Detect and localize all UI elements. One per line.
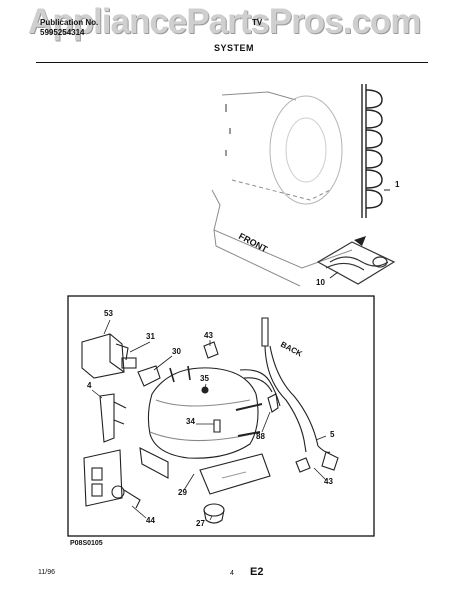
callout-31: 31: [146, 332, 155, 341]
condenser-coil: [361, 84, 383, 218]
callout-5: 5: [330, 430, 335, 439]
drain-pan: [316, 241, 396, 285]
callout-43-bottom: 43: [324, 477, 333, 486]
header-rule: [36, 62, 428, 63]
callout-29: 29: [178, 488, 187, 497]
callout-27: 27: [196, 519, 205, 528]
publication-label: Publication No.: [40, 18, 99, 27]
watermark-text: AppliancePartsPros.com: [28, 2, 421, 41]
figure-code: P08S0105: [70, 540, 103, 547]
callout-35: 35: [200, 374, 209, 383]
header-fragment: TV: [252, 18, 263, 27]
footer-page-number: 4: [230, 570, 234, 577]
callout-88: 88: [256, 432, 265, 441]
callout-30: 30: [172, 347, 181, 356]
footer-date: 11/96: [38, 569, 55, 576]
callout-leaders: [91, 319, 327, 521]
front-label: FRONT: [237, 231, 270, 255]
callout-43-top: 43: [204, 331, 213, 340]
direction-arrow: [354, 236, 366, 246]
leader-line-10: [329, 271, 339, 279]
callout-34: 34: [186, 417, 195, 426]
callout-4: 4: [87, 381, 92, 390]
callout-53: 53: [104, 309, 113, 318]
inset-frame: [67, 295, 375, 537]
publication-number: 5995254314: [40, 28, 85, 37]
callout-1: 1: [395, 180, 400, 189]
inset-drawing: [81, 317, 339, 524]
cabinet-outline: [211, 91, 353, 287]
callout-44: 44: [146, 516, 155, 525]
section-title: SYSTEM: [214, 43, 255, 53]
callout-10: 10: [316, 278, 325, 287]
footer-page-code: E2: [250, 566, 264, 578]
back-label: BACK: [279, 340, 304, 359]
